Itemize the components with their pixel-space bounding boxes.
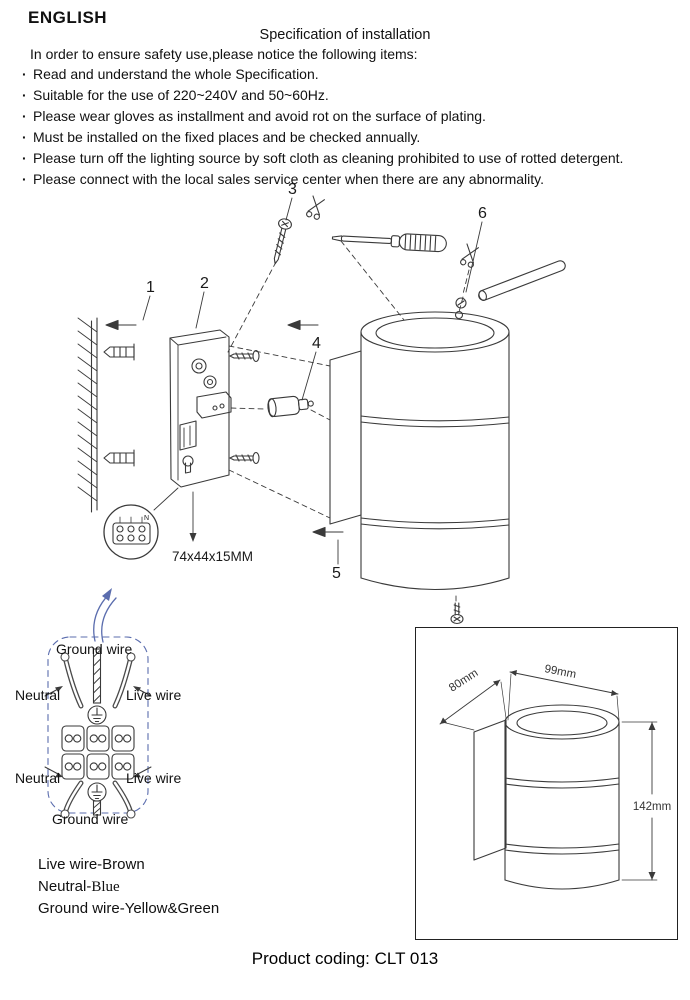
mounting-bracket — [169, 329, 232, 488]
bottom-screw — [450, 602, 464, 625]
direction-arrow-icons — [105, 319, 344, 538]
dimension-drawing-box: 80mm 99mm 142mm — [415, 627, 678, 940]
wire-colour-legend: Live wire-Brown Neutral-Blue Ground wire… — [38, 854, 219, 920]
terminal-block — [61, 725, 135, 780]
live-wire-bottom-label: Live wire — [126, 770, 182, 786]
ground-route-arrow-icon — [93, 588, 117, 643]
spec-item: Please connect with the local sales serv… — [22, 169, 690, 190]
wiring-diagram — [44, 588, 152, 819]
part-numbers: 1 2 3 4 5 6 — [146, 181, 487, 582]
lamp-body — [329, 310, 510, 590]
wire-live-bottom — [112, 780, 136, 819]
wall-anchor-bottom — [103, 449, 135, 467]
terminal-detail-circle: N — [103, 487, 179, 560]
ground-symbol-bottom — [87, 782, 107, 802]
installation-exploded-diagram: N 74x44x15MM — [77, 181, 566, 625]
wall-anchor-top — [103, 343, 135, 361]
dimension-lines — [439, 670, 658, 881]
dim-back-width: 80mm — [447, 667, 480, 694]
product-coding: Product coding: CLT 013 — [251, 949, 439, 968]
dimension-labels: 80mm 99mm 142mm — [447, 663, 671, 813]
part-label-4: 4 — [312, 335, 321, 352]
dim-height: 142mm — [633, 801, 671, 813]
part-label-6: 6 — [478, 205, 487, 222]
wall-section — [77, 317, 98, 513]
wire-ground-bottom — [92, 800, 102, 816]
part-label-3: 3 — [288, 181, 297, 198]
bracket-size-callout: 74x44x15MM — [172, 491, 253, 564]
wire-live-top — [112, 652, 136, 709]
screw-part — [273, 218, 292, 265]
legend-ground: Ground wire-Yellow&Green — [38, 900, 220, 917]
cut-scissors-icon — [306, 195, 325, 220]
wire-neutral-bottom — [60, 780, 84, 819]
spec-item-list: Read and understand the whole Specificat… — [0, 64, 690, 190]
dim-front-width: 99mm — [543, 663, 577, 681]
part-label-1: 1 — [146, 279, 155, 296]
ground-wire-top-label: Ground wire — [56, 641, 133, 657]
terminal-mark-n: N — [144, 515, 149, 522]
cut-scissors-icon — [460, 243, 479, 268]
ground-wire-bottom-label: Ground wire — [52, 811, 129, 827]
spec-item: Suitable for the use of 220~240V and 50~… — [22, 85, 690, 106]
screwdriver — [331, 233, 447, 253]
legend-neutral: Neutral-Blue — [38, 876, 219, 898]
ground-symbol-top — [87, 705, 107, 725]
terminal-enclosure-outline — [47, 636, 149, 814]
threaded-rod — [478, 260, 566, 301]
bracket-screw-bottom — [229, 451, 260, 465]
spec-item: Must be installed on the fixed places an… — [22, 127, 690, 148]
neutral-bottom-label: Neutral — [15, 770, 61, 786]
neutral-top-label: Neutral — [15, 687, 61, 703]
label-arrow-icons — [44, 686, 152, 778]
legend-live: Live wire-Brown — [38, 856, 145, 873]
legend-neutral-value: Blue — [91, 879, 120, 895]
connector-part — [267, 395, 314, 418]
spec-intro: In order to ensure safety use,please not… — [30, 46, 418, 62]
part-label-2: 2 — [200, 275, 209, 292]
spec-item: Read and understand the whole Specificat… — [22, 64, 690, 85]
assembly-guide-lines — [227, 240, 470, 605]
wire-ground-top — [92, 648, 102, 704]
bracket-screw-top — [229, 349, 260, 363]
lamp-outline — [473, 704, 620, 890]
wire-neutral-top — [60, 652, 84, 709]
part-leader-lines — [142, 197, 483, 565]
dimension-drawing: 80mm 99mm 142mm — [439, 663, 671, 890]
bracket-size-label: 74x44x15MM — [172, 549, 253, 564]
spec-item: Please wear gloves as installment and av… — [22, 106, 690, 127]
part-label-5: 5 — [332, 565, 341, 582]
spec-item: Please turn off the lighting source by s… — [22, 148, 690, 169]
legend-neutral-label: Neutral- — [38, 878, 92, 895]
rod-cap-screw — [455, 297, 467, 309]
language-heading: ENGLISH — [28, 8, 108, 27]
spec-title: Specification of installation — [259, 27, 431, 43]
specification-block: Specification of installation In order t… — [0, 27, 690, 190]
live-wire-top-label: Live wire — [126, 687, 182, 703]
